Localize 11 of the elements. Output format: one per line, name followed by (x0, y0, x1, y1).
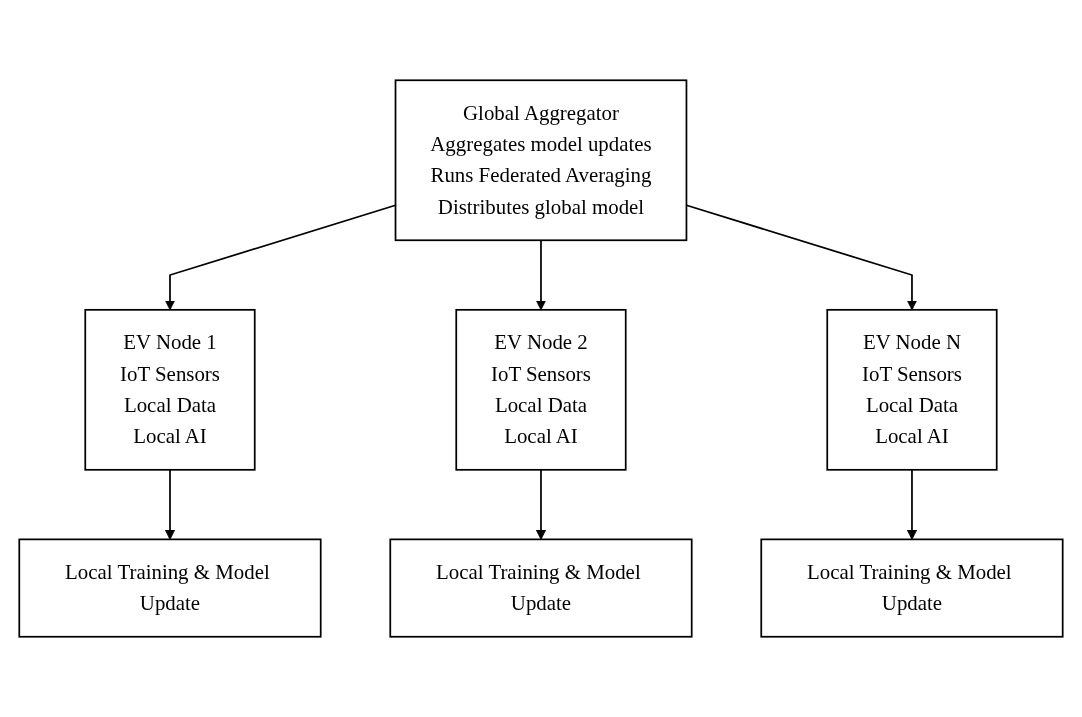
node-box: Global Aggregator Aggregates model updates Runs Federated Averaging Distributes global model (394, 79, 688, 242)
node-box: Local Training & Model Update (18, 538, 322, 638)
arrow (164, 468, 176, 540)
arrow (535, 468, 547, 540)
arrow (535, 239, 547, 311)
node-box: Local Training & Model Update (760, 538, 1064, 638)
node-box: EV Node N IoT Sensors Local Data Local AI (826, 308, 998, 471)
node-box: Local Training & Model Update (389, 538, 693, 638)
node-box: EV Node 2 IoT Sensors Local Data Local AI (455, 308, 627, 471)
node-box: EV Node 1 IoT Sensors Local Data Local AI (84, 308, 256, 471)
arrow (906, 468, 918, 540)
